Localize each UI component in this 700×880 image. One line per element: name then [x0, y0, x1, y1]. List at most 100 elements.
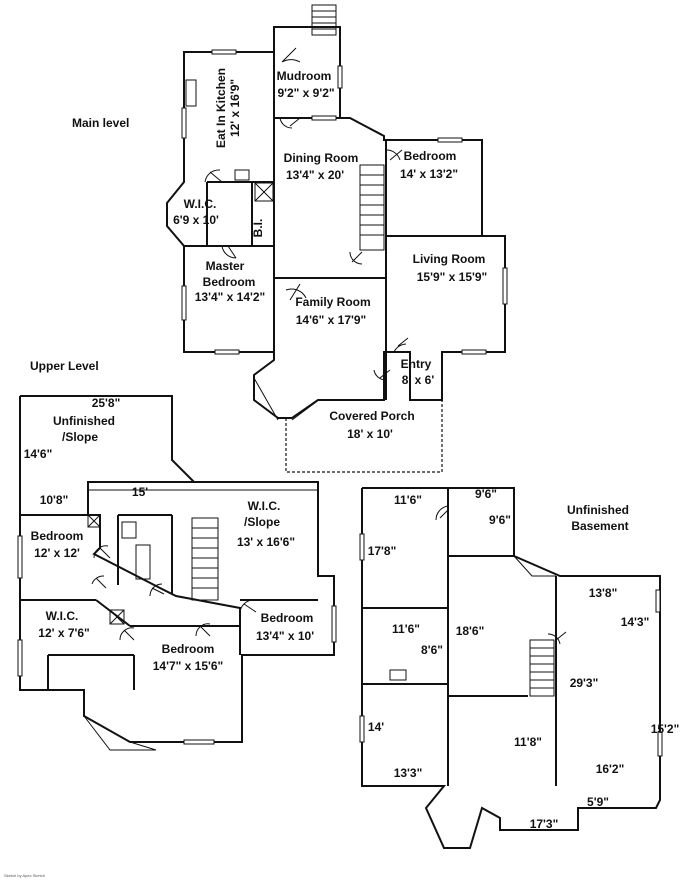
wic-upper-dim: 12' x 7'6"	[38, 626, 89, 640]
dining-name: Dining Room	[284, 151, 359, 165]
window	[359, 533, 365, 561]
upper-knee-wall	[20, 481, 196, 516]
chimney	[109, 609, 125, 625]
window	[502, 267, 508, 305]
wic-slope-dim: 13' x 16'6"	[237, 535, 295, 549]
bsmt-dim: 14'	[368, 720, 384, 734]
bedroom-main-name: Bedroom	[404, 149, 457, 163]
toilet	[121, 521, 137, 539]
bsmt-dim: 11'6"	[394, 493, 422, 507]
bsmt-dim: 5'9"	[587, 795, 609, 809]
bi-label: B.I.	[251, 219, 265, 238]
bedroom-main-dim: 14' x 13'2"	[400, 167, 458, 181]
bsmt-dim: 16'2"	[596, 762, 625, 776]
bsmt-dim: 11'8"	[514, 735, 542, 749]
basement-outer-wall	[361, 487, 661, 849]
upper-dim-10-8: 10'8"	[40, 493, 69, 507]
bay-window	[83, 690, 157, 751]
window	[214, 349, 240, 355]
bsmt-dim: 13'3"	[394, 766, 423, 780]
dining-dim: 13'4" x 20'	[286, 168, 344, 182]
upper-stairs	[191, 517, 219, 601]
utility-sink	[389, 669, 407, 681]
bsmt-window-well	[513, 555, 556, 577]
bed2-name: Bedroom	[261, 611, 314, 625]
master-dim: 13'4" x 14'2"	[195, 290, 265, 304]
exterior-steps	[311, 4, 337, 36]
entry-dim: 8' x 6'	[402, 373, 435, 387]
bsmt-dim: 9'6"	[475, 487, 497, 501]
upper-top-dim: 25'8"	[92, 396, 121, 410]
bed1-dim: 12' x 12'	[34, 546, 80, 560]
door-swing	[195, 623, 211, 637]
kitchen-name: Eat In Kitchen	[214, 68, 228, 148]
door-swing	[435, 505, 449, 521]
wic-slope-name-2: /Slope	[244, 515, 280, 529]
door-swing	[93, 545, 111, 559]
bed1-name: Bedroom	[31, 529, 84, 543]
upper-level-plan: Upper Level 25'8" Unfinished /Slope 14'6…	[17, 359, 337, 751]
master-name-2: Bedroom	[203, 275, 256, 289]
bsmt-dim: 11'6"	[392, 622, 420, 636]
window	[437, 137, 463, 143]
bed2-dim: 13'4" x 10'	[256, 629, 314, 643]
bsmt-dim: 15'2"	[651, 722, 680, 736]
window	[359, 715, 365, 743]
hall-wall	[88, 514, 241, 655]
bsmt-dim: 18'6"	[456, 624, 485, 638]
unfinished-name-1: Unfinished	[53, 414, 115, 428]
family-dim: 14'6" x 17'9"	[296, 313, 366, 327]
upper-outer-wall	[19, 395, 335, 743]
bsmt-dim: 29'3"	[570, 676, 599, 690]
chimney	[254, 182, 274, 202]
kitchen-range	[185, 79, 197, 107]
bsmt-dim: 9'6"	[489, 513, 511, 527]
door-swing	[281, 47, 301, 63]
bsmt-dim: 8'6"	[421, 643, 443, 657]
door-swing	[547, 631, 567, 645]
main-stairs	[359, 164, 385, 251]
door-swing	[149, 583, 165, 597]
window	[181, 285, 187, 321]
bathtub	[135, 544, 151, 580]
living-dim: 15'9" x 15'9"	[417, 270, 487, 284]
basement-plan: Unfinished Basement 11'6" 9'6" 9'6" 17'8…	[359, 487, 680, 849]
window	[183, 739, 215, 745]
window	[337, 65, 343, 89]
main-level-title: Main level	[72, 116, 129, 130]
bsmt-dim: 17'3"	[530, 817, 559, 831]
window	[655, 589, 661, 613]
entry-name: Entry	[401, 357, 432, 371]
basement-stairs	[529, 639, 555, 697]
family-name: Family Room	[295, 295, 370, 309]
chimney	[87, 514, 101, 528]
door-swing	[91, 575, 107, 589]
door-swing	[239, 599, 257, 613]
wic-main-dim: 6'9 x 10'	[173, 213, 219, 227]
mudroom-dim: 9'2" x 9'2"	[277, 86, 334, 100]
mudroom-name: Mudroom	[277, 69, 332, 83]
porch-dim: 18' x 10'	[347, 427, 393, 441]
master-name-1: Master	[206, 259, 245, 273]
main-level-plan: Main level Eat In Kitchen 12' x 16'9" Mu…	[72, 4, 508, 473]
wic-slope-name-1: W.I.C.	[248, 499, 281, 513]
bsmt-dim: 13'8"	[589, 586, 618, 600]
unfinished-name-2: /Slope	[62, 430, 98, 444]
window	[311, 115, 337, 121]
door-swing	[119, 627, 135, 641]
window	[657, 731, 663, 757]
door-swing	[393, 337, 409, 353]
window	[181, 107, 187, 139]
door-swing	[385, 149, 403, 161]
living-name: Living Room	[413, 252, 486, 266]
door-swing	[285, 283, 307, 301]
bsmt-dim: 17'8"	[368, 544, 397, 558]
door-swing	[221, 245, 237, 259]
porch-name: Covered Porch	[329, 409, 414, 423]
upper-dim-15: 15'	[132, 485, 148, 499]
bsmt-dim: 14'3"	[621, 615, 650, 629]
window	[331, 605, 337, 643]
window	[17, 639, 23, 677]
kitchen-sink	[234, 169, 250, 181]
wic-upper-name: W.I.C.	[46, 609, 79, 623]
